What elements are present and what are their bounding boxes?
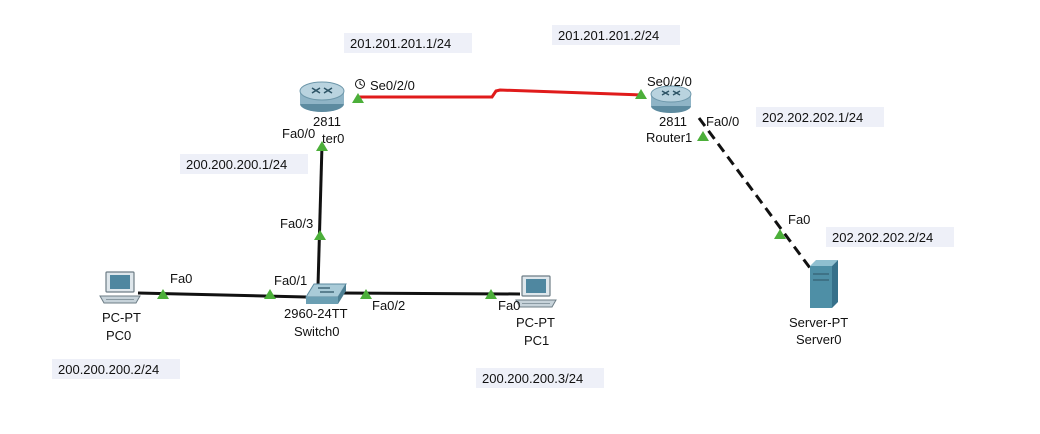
pc1-model-label: PC-PT	[516, 315, 555, 330]
router1-serial-port-label: Se0/2/0	[647, 74, 692, 89]
svg-text:200.200.200.1/24: 200.200.200.1/24	[186, 157, 287, 172]
switch0-model-label: 2960-24TT	[284, 306, 348, 321]
ip-note-router1-serial[interactable]: 201.201.201.2/24	[552, 25, 680, 45]
svg-text:200.200.200.2/24: 200.200.200.2/24	[58, 362, 159, 377]
svg-text:201.201.201.2/24: 201.201.201.2/24	[558, 28, 659, 43]
triangle-up-icon	[774, 229, 786, 239]
switch-fa01-port-label: Fa0/1	[274, 273, 307, 288]
pc1-name-label: PC1	[524, 333, 549, 348]
svg-text:200.200.200.3/24: 200.200.200.3/24	[482, 371, 583, 386]
server0-model-label: Server-PT	[789, 315, 848, 330]
router0-serial-port-label: Se0/2/0	[370, 78, 415, 93]
port-labels: Se0/2/0 Se0/2/0 Fa0/0 Fa0/0 Fa0/3 Fa0/1 …	[170, 74, 810, 313]
server0-name-label: Server0	[796, 332, 842, 347]
server0[interactable]: Server-PT Server0	[789, 260, 848, 347]
pc-icon	[99, 271, 141, 304]
router0-fa-port-label: Fa0/0	[282, 126, 315, 141]
svg-text:201.201.201.1/24: 201.201.201.1/24	[350, 36, 451, 51]
triangle-up-icon	[635, 89, 647, 99]
triangle-up-icon	[697, 131, 709, 141]
svg-text:202.202.202.2/24: 202.202.202.2/24	[832, 230, 933, 245]
serial-link-router0-router1[interactable]	[358, 88, 643, 99]
link-router1-server0[interactable]	[697, 117, 812, 269]
ip-note-pc0[interactable]: 200.200.200.2/24	[52, 359, 180, 379]
pc1-fa-port-label: Fa0	[498, 298, 520, 313]
pc1[interactable]: PC-PT PC1	[515, 275, 557, 348]
router1-fa-port-label: Fa0/0	[706, 114, 739, 129]
ip-note-router1-lan[interactable]: 202.202.202.1/24	[756, 107, 884, 127]
triangle-up-icon	[352, 93, 364, 103]
pc0-fa-port-label: Fa0	[170, 271, 192, 286]
pc0-name-label: PC0	[106, 328, 131, 343]
pc0-model-label: PC-PT	[102, 310, 141, 325]
router0-model-label: 2811	[313, 114, 341, 129]
triangle-up-icon	[264, 289, 276, 299]
ip-note-router0-lan[interactable]: 200.200.200.1/24	[180, 154, 308, 174]
triangle-up-icon	[360, 289, 372, 299]
router0-name-label: ter0	[322, 131, 344, 146]
svg-text:202.202.202.1/24: 202.202.202.1/24	[762, 110, 863, 125]
pc0[interactable]: PC-PT PC0	[99, 271, 141, 343]
switch0-name-label: Switch0	[294, 324, 340, 339]
triangle-up-icon	[157, 289, 169, 299]
port-status-indicators	[157, 89, 786, 299]
switch-icon	[305, 283, 347, 304]
router0[interactable]: 2811 ter0	[299, 81, 345, 146]
ip-note-server0[interactable]: 202.202.202.2/24	[826, 227, 954, 247]
clock-icon	[355, 79, 365, 89]
link-router0-switch0[interactable]	[316, 144, 324, 287]
pc-icon	[515, 275, 557, 308]
ip-note-router0-serial[interactable]: 201.201.201.1/24	[344, 33, 472, 53]
router1[interactable]: 2811 Router1	[646, 85, 692, 145]
router1-name-label: Router1	[646, 130, 692, 145]
link-switch0-pc0[interactable]	[137, 291, 307, 299]
server-icon	[810, 260, 838, 308]
ip-address-notes: 201.201.201.1/24 201.201.201.2/24 200.20…	[52, 25, 954, 388]
router-icon	[650, 85, 692, 113]
triangle-up-icon	[316, 141, 328, 151]
router1-model-label: 2811	[659, 114, 687, 129]
server-fa-port-label: Fa0	[788, 212, 810, 227]
router-icon	[299, 81, 345, 112]
ip-note-pc1[interactable]: 200.200.200.3/24	[476, 368, 604, 388]
switch-fa02-port-label: Fa0/2	[372, 298, 405, 313]
triangle-up-icon	[314, 230, 326, 240]
switch0[interactable]: 2960-24TT Switch0	[284, 283, 348, 339]
switch-fa03-port-label: Fa0/3	[280, 216, 313, 231]
triangle-up-icon	[485, 289, 497, 299]
